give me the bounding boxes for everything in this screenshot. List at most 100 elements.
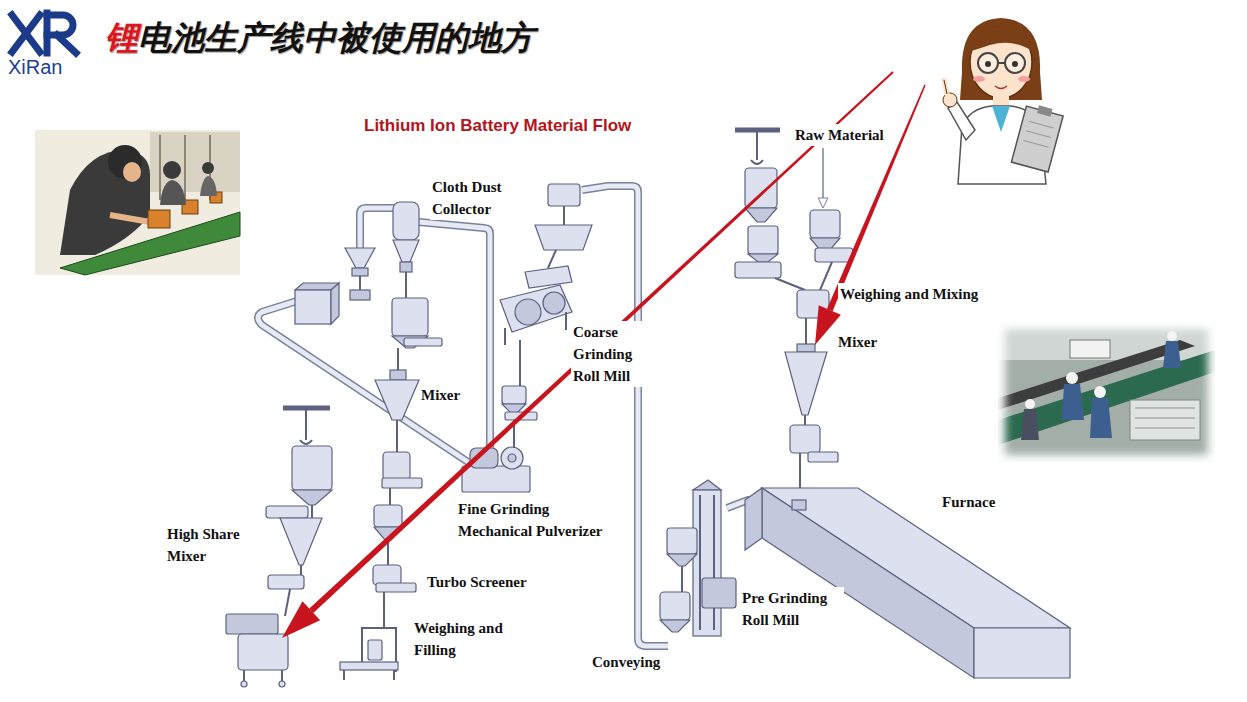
workers-illustration	[160, 180, 186, 205]
grinding-line	[535, 225, 592, 250]
scientist-cartoon	[1023, 121, 1053, 147]
workers-illustration	[123, 162, 141, 182]
factory-photo	[1163, 341, 1181, 368]
raw-material-line	[808, 452, 838, 462]
scientist-cartoon	[995, 86, 1007, 89]
pipe	[582, 186, 668, 646]
pre-grinding-line	[681, 566, 683, 592]
scientist-cartoon	[1011, 106, 1063, 172]
dust-collector-line	[368, 640, 382, 660]
equipment-label: Coarse Grinding Roll Mill	[571, 321, 643, 387]
grinding-line	[502, 386, 526, 404]
dust-collector-line	[393, 240, 419, 262]
label-anchor: XiRan	[6, 56, 64, 78]
dust-collector-line	[382, 478, 422, 488]
raw-material-line	[815, 248, 853, 262]
raw-material-line	[790, 425, 820, 453]
grinding-line	[525, 266, 572, 288]
equipment-label: Mixer	[419, 384, 462, 406]
furnace-body	[762, 488, 974, 678]
dust-collector-line	[295, 290, 331, 324]
scientist-cartoon	[944, 80, 947, 94]
raw-material-line	[797, 344, 815, 352]
dust-collector-line	[374, 505, 402, 527]
raw-material-line	[810, 210, 840, 238]
pipe	[258, 300, 468, 462]
logo-mark	[12, 15, 40, 52]
workers-illustration	[200, 176, 217, 196]
dust-collector-line	[383, 452, 410, 480]
grinding-line	[563, 206, 565, 225]
scientist-cartoon	[985, 61, 991, 67]
dust-collector-line	[350, 290, 370, 300]
pre-grinding-line	[702, 578, 736, 608]
furnace-body	[745, 488, 1070, 678]
pre-grinding-line	[667, 528, 697, 554]
label-anchor: Lithium Ion Battery Material Flow	[362, 115, 633, 137]
factory-photo	[998, 322, 1215, 462]
label-anchor: High Share Mixer	[165, 523, 254, 567]
label-anchor: Furnace	[940, 491, 997, 513]
label-anchor: Weighing and Mixing	[838, 283, 980, 305]
grinding-line	[548, 184, 580, 206]
grinding-line	[500, 285, 572, 332]
pipe	[582, 186, 668, 646]
high-share-mixer-line	[292, 446, 332, 490]
workers-illustration	[148, 210, 170, 228]
callout-arrow	[282, 601, 320, 638]
diagram-heading: Lithium Ion Battery Material Flow	[362, 115, 633, 137]
scientist-cartoon	[948, 102, 975, 140]
pre-grinding-line	[700, 495, 714, 630]
factory-photo	[1066, 372, 1078, 384]
grinding-line	[508, 454, 516, 462]
dust-collector-line	[376, 583, 416, 592]
pipe	[360, 208, 394, 248]
furnace-body	[792, 500, 806, 510]
dust-collector-line	[331, 283, 339, 324]
label-anchor: Coarse Grinding Roll Mill	[571, 321, 643, 387]
dust-collector-line	[340, 662, 398, 670]
equipment-label: Weighing and Filling	[412, 617, 516, 661]
factory-photo	[1021, 409, 1039, 440]
dust-collector-line	[359, 276, 361, 290]
workers-illustration	[35, 130, 240, 275]
grinding-line	[515, 299, 541, 325]
workers-illustration	[35, 130, 240, 275]
workers-illustration	[202, 162, 214, 174]
scientist-cartoon	[943, 18, 1064, 184]
dust-collector-line	[396, 420, 398, 452]
raw-material-line	[735, 130, 853, 505]
scientist-cartoon	[968, 25, 1036, 54]
raw-material-line	[775, 262, 832, 290]
raw-material-line	[745, 208, 777, 222]
workers-illustration	[110, 215, 150, 222]
scientist-cartoon	[1018, 76, 1030, 82]
raw-material-line	[804, 415, 806, 425]
high-share-mixer-line	[292, 490, 332, 505]
factory-photo	[1094, 386, 1106, 398]
scientist-cartoon	[973, 76, 985, 82]
high-share-mixer-line	[280, 518, 322, 565]
dust-collector-line	[345, 248, 375, 268]
raw-material-line	[751, 132, 763, 164]
grinding-line	[505, 312, 566, 345]
equipment-label: Raw Material	[793, 124, 886, 146]
label-anchor: Cloth Dust Collector	[430, 176, 519, 220]
scientist-cartoon	[1005, 53, 1025, 73]
equipment-label: Mixer	[836, 331, 879, 353]
factory-photo	[1070, 340, 1110, 358]
label-anchor: Turbo Screener	[425, 571, 529, 593]
dust-collector-line	[400, 262, 412, 272]
dust-collector-line	[375, 380, 419, 420]
scientist-cartoon	[1012, 61, 1018, 67]
pipe	[258, 300, 468, 462]
label-anchor: Mixer	[419, 384, 462, 406]
high-share-mixer-line	[266, 506, 308, 518]
pre-grinding-line	[660, 480, 736, 636]
scientist-cartoon	[1037, 105, 1053, 116]
label-anchor: Mixer	[836, 331, 879, 353]
raw-material-line	[785, 352, 827, 415]
workers-illustration	[163, 161, 181, 179]
pre-grinding-line	[693, 490, 721, 636]
